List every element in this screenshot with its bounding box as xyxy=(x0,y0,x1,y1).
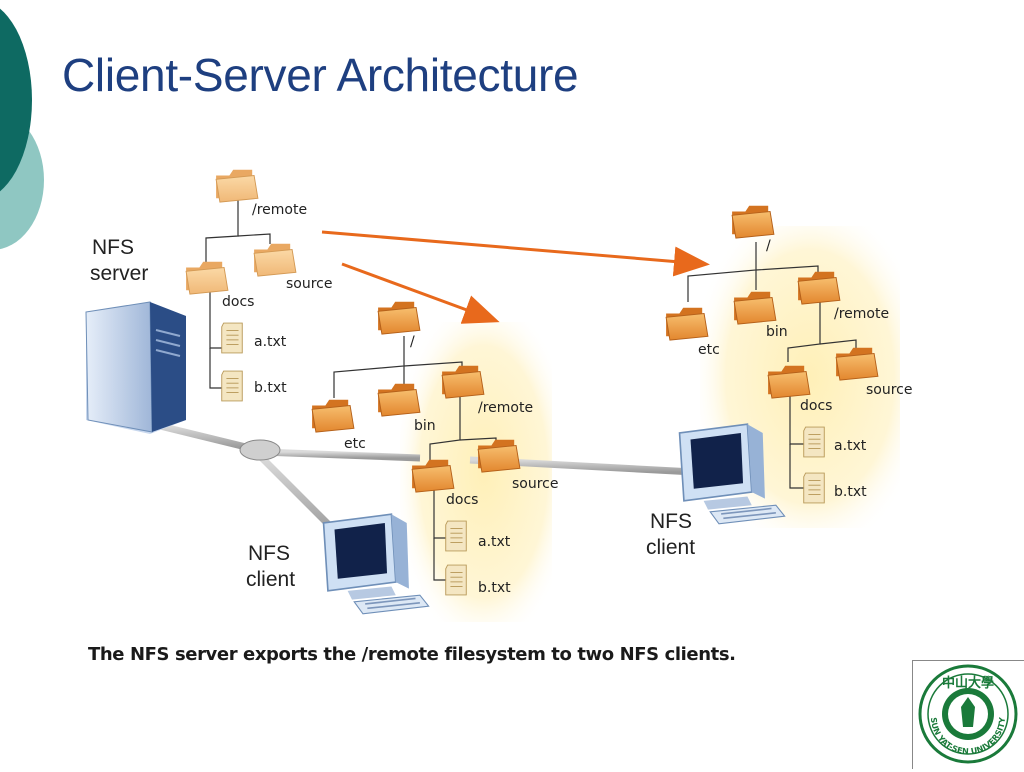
left-folder-etc: etc xyxy=(344,436,366,452)
right-folder-etc: etc xyxy=(698,342,720,358)
left-folder-bin: bin xyxy=(414,418,436,434)
logo-chinese-text: 中山大學 xyxy=(942,675,994,691)
right-folder-remote: /remote xyxy=(834,306,889,322)
file-icon xyxy=(221,322,243,354)
left-file-a: a.txt xyxy=(478,534,511,550)
right-client-label-line1: NFS xyxy=(650,510,692,533)
right-file-a: a.txt xyxy=(834,438,867,454)
export-arrow-right xyxy=(321,230,710,277)
server-file-b: b.txt xyxy=(254,380,287,396)
left-folder-docs: docs xyxy=(446,492,478,508)
file-icon xyxy=(221,370,243,402)
folder-icon xyxy=(377,301,421,335)
right-client-tree-lines xyxy=(687,242,857,489)
slide-title: Client-Server Architecture xyxy=(62,49,579,101)
server-root-label: /remote xyxy=(252,202,307,218)
figure-caption: The NFS server exports the /remote files… xyxy=(88,644,736,665)
server-tower-icon xyxy=(85,301,186,434)
server-folder-source: source xyxy=(286,276,333,292)
folder-icon xyxy=(311,399,355,433)
file-icon xyxy=(445,520,467,552)
folder-icon xyxy=(185,261,229,295)
folder-icon xyxy=(215,169,259,203)
folder-icon xyxy=(377,383,421,417)
server-label-line1: NFS xyxy=(92,236,134,259)
folder-icon xyxy=(665,307,709,341)
folder-icon xyxy=(731,205,775,239)
server-label-line2: server xyxy=(90,262,148,285)
left-client-label-line2: client xyxy=(246,568,295,591)
right-root-label: / xyxy=(766,238,771,254)
right-folder-bin: bin xyxy=(766,324,788,340)
export-arrow-left xyxy=(341,262,500,324)
right-client-label-line2: client xyxy=(646,536,695,559)
left-folder-source: source xyxy=(512,476,559,492)
server-tree-lines xyxy=(205,200,271,389)
server-folder-docs: docs xyxy=(222,294,254,310)
slide-decoration xyxy=(0,8,44,250)
left-file-b: b.txt xyxy=(478,580,511,596)
right-file-b: b.txt xyxy=(834,484,867,500)
left-folder-remote: /remote xyxy=(478,400,533,416)
folder-icon xyxy=(253,243,297,277)
right-folder-source: source xyxy=(866,382,913,398)
left-root-label: / xyxy=(410,334,415,350)
left-client-tree-lines xyxy=(333,336,497,581)
file-icon xyxy=(803,426,825,458)
right-folder-docs: docs xyxy=(800,398,832,414)
university-seal-icon: 中山大學 SUN YAT-SEN UNIVERSITY xyxy=(918,664,1018,764)
file-icon xyxy=(803,472,825,504)
left-client-label-line1: NFS xyxy=(248,542,290,565)
university-logo: 中山大學 SUN YAT-SEN UNIVERSITY xyxy=(912,660,1024,769)
file-icon xyxy=(445,564,467,596)
server-file-a: a.txt xyxy=(254,334,287,350)
